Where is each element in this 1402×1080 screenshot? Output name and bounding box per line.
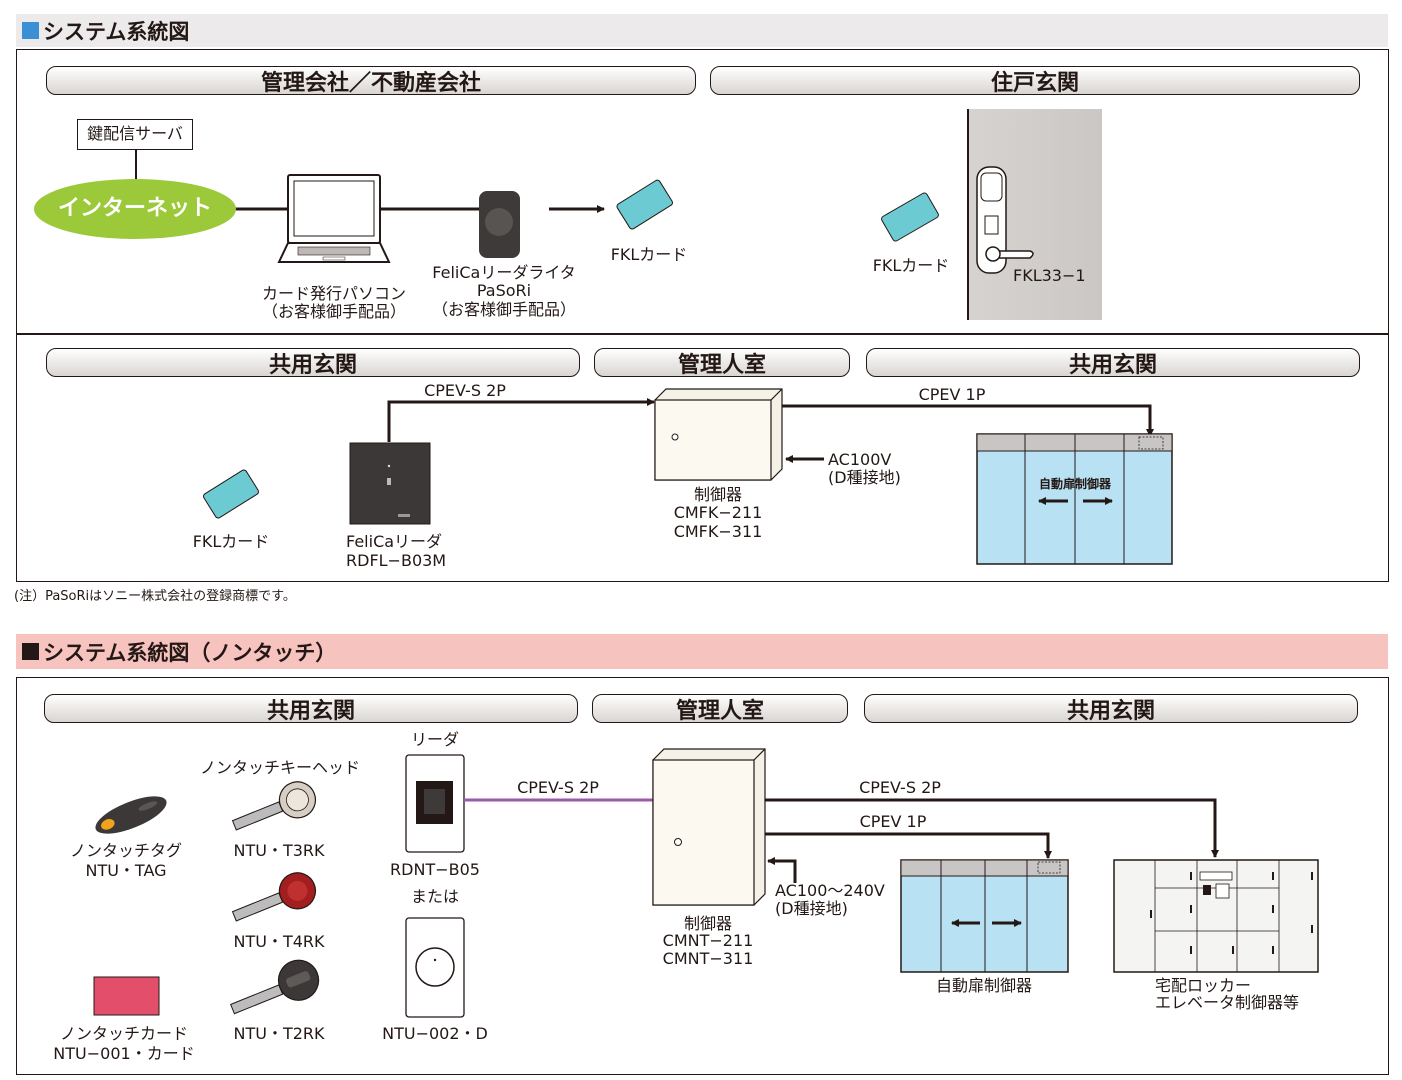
locker-label-2: エレベータ制御器等	[1155, 993, 1300, 1012]
internet-label: インターネット	[57, 196, 212, 221]
pasori-label-2: PaSoRi	[476, 281, 532, 300]
key-head-t2rk-icon	[230, 959, 320, 1015]
noncontact-card-label-2: NTU−001・カード	[53, 1044, 195, 1063]
fkl-card-label-1: FKLカード	[610, 245, 688, 264]
delivery-locker-icon	[1113, 859, 1319, 973]
key-server-label: 鍵配信サーバ	[77, 119, 193, 150]
pc-label-1: カード発行パソコン	[261, 284, 406, 303]
cable-cpevs-2p-2	[765, 798, 1219, 858]
reader-ntu002d-label: NTU−002・D	[382, 1024, 488, 1043]
controller-model-1: CMFK−211	[673, 503, 763, 522]
noncontact-card-icon	[93, 976, 160, 1016]
controller-model-4: CMNT−311	[662, 949, 754, 968]
controller-label-1: 制御器	[693, 485, 742, 504]
cable-purple-label: CPEV-S 2P	[517, 778, 599, 797]
laptop-icon	[277, 174, 391, 263]
zone-common-entrance-2: 共用玄関	[866, 348, 1360, 378]
pasori-label-3: （お客様御手配品）	[431, 300, 576, 319]
trademark-note: (注）PaSoRiはソニー株式会社の登録商標です。	[14, 589, 296, 604]
keyhead-title: ノンタッチキーヘッド	[199, 758, 360, 777]
section2-frame	[16, 677, 1389, 1075]
controller-model-2: CMFK−311	[673, 522, 763, 541]
key-head-t3rk-icon	[231, 781, 317, 831]
cable-cpev-1p-label-2: CPEV 1P	[859, 812, 927, 831]
cable-cpevs-2p-label-2: CPEV-S 2P	[859, 778, 941, 797]
section1-title: システム系統図	[43, 19, 190, 44]
section2-title: システム系統図（ノンタッチ）	[43, 640, 337, 665]
key-t4rk-label: NTU・T4RK	[233, 932, 325, 951]
tag-fob-icon	[95, 796, 167, 834]
controller-box-icon-1	[654, 388, 783, 481]
key-t2rk-label: NTU・T2RK	[233, 1024, 325, 1043]
section2-header: システム系統図（ノンタッチ）	[16, 634, 1388, 669]
tag-label-2: NTU・TAG	[85, 861, 167, 880]
section1-divider	[16, 333, 1389, 335]
power-grounding-label-1: (D種接地)	[828, 468, 901, 487]
locker-label-1: 宅配ロッカー	[1155, 976, 1252, 995]
auto-door-label-2: 自動扉制御器	[935, 976, 1032, 995]
pasori-label-1: FeliCaリーダライタ	[432, 263, 576, 282]
zone-management-company: 管理会社／不動産会社	[46, 66, 696, 96]
power-grounding-label-2: (D種接地)	[775, 899, 848, 918]
felica-reader-icon	[349, 442, 431, 525]
auto-door-icon-2	[900, 859, 1069, 973]
power-ac100v-label: AC100V	[828, 450, 892, 469]
felica-reader-label-2: RDFL−B03M	[346, 551, 447, 570]
door-lock-icon	[976, 166, 1034, 274]
tag-label-1: ノンタッチタグ	[69, 841, 182, 860]
blue-square-icon	[22, 22, 39, 39]
or-label: または	[410, 887, 459, 906]
pc-label-2: （お客様御手配品）	[261, 302, 406, 321]
section1-frame	[16, 49, 1389, 582]
cable-cpevs-2p-label-1: CPEV-S 2P	[424, 381, 506, 400]
cable-cpev-1p-2	[765, 832, 1052, 859]
auto-door-label-1: 自動扉制御器	[1038, 477, 1111, 491]
reader-title: リーダ	[410, 730, 459, 749]
fkl-card-label-2: FKLカード	[872, 256, 950, 275]
controller-box-icon-2	[652, 748, 766, 906]
arrow-ac100-240v	[767, 857, 797, 883]
fkl-card-label-3: FKLカード	[192, 532, 270, 551]
cable-cpev-1p-label-1: CPEV 1P	[918, 385, 986, 404]
controller-model-3: CMNT−211	[662, 931, 754, 950]
reader-rdnt-label: RDNT−B05	[390, 860, 480, 879]
controller-label-2: 制御器	[683, 914, 732, 933]
noncontact-card-label-1: ノンタッチカード	[59, 1024, 188, 1043]
black-square-icon	[22, 643, 39, 660]
zone-common-entrance-3: 共用玄関	[44, 694, 578, 724]
reader-rdnt-icon	[405, 754, 465, 853]
zone-unit-entrance: 住戸玄関	[710, 66, 1360, 96]
fkl33-label: FKL33−1	[1013, 266, 1086, 285]
fkl-card-icon-2	[881, 192, 939, 242]
fkl-card-icon-3	[203, 469, 259, 519]
zone-common-entrance-4: 共用玄関	[864, 694, 1358, 724]
key-t3rk-label: NTU・T3RK	[233, 841, 325, 860]
section1-header: システム系統図	[16, 14, 1388, 47]
pasori-reader-icon	[479, 191, 520, 258]
felica-reader-label-1: FeliCaリーダ	[346, 532, 443, 551]
fkl-card-icon-1	[616, 179, 673, 230]
auto-door-icon-1	[976, 433, 1173, 565]
zone-common-entrance-1: 共用玄関	[46, 348, 580, 378]
cable-cpev-1p-1	[782, 404, 1154, 437]
reader-ntu002d-icon	[405, 917, 465, 1018]
key-head-t4rk-icon	[231, 872, 317, 922]
zone-manager-room-1: 管理人室	[594, 348, 850, 378]
internet-cloud-icon	[34, 179, 236, 239]
cable-cpevs-2p-1	[387, 398, 655, 442]
zone-manager-room-2: 管理人室	[592, 694, 848, 724]
power-ac100-240v-label: AC100〜240V	[775, 881, 885, 900]
